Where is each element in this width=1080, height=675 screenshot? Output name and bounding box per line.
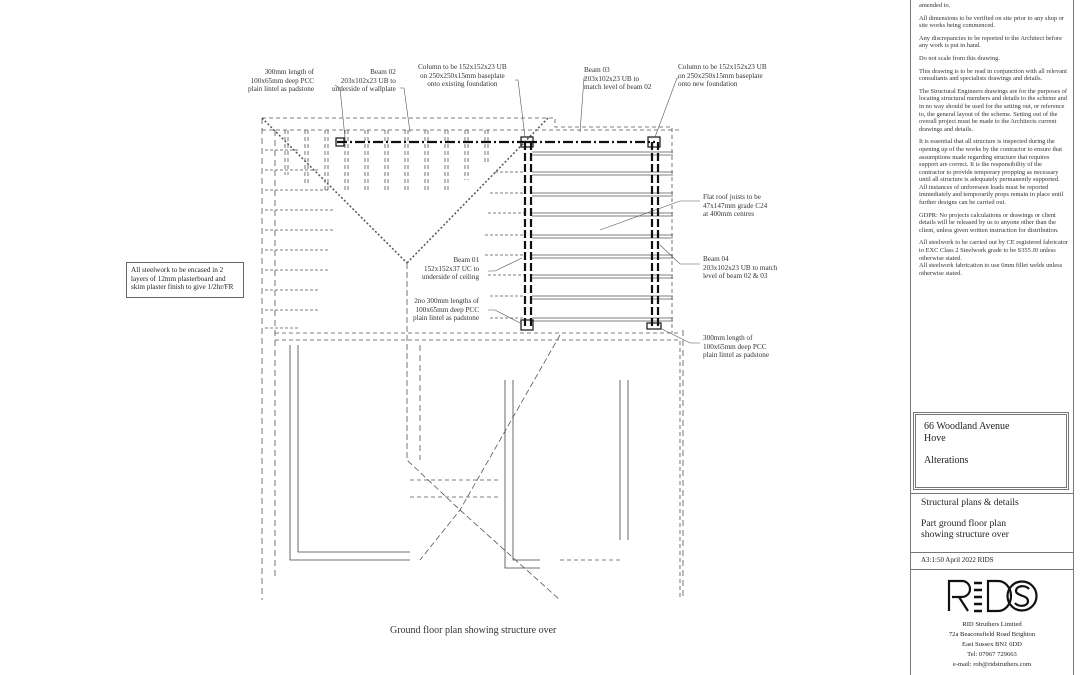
label-line: 203x102x23 UB to <box>584 74 640 83</box>
label-beam-02: Beam 02 203x102x23 UB to underside of wa… <box>332 68 396 94</box>
label-beam-03: Beam 03 203x102x23 UB to match level of … <box>584 66 651 92</box>
label-line: Beam 03 <box>584 66 610 74</box>
column-existing <box>520 136 534 148</box>
label-line: 203x102x23 UB to <box>340 76 396 85</box>
padstones-2no <box>520 319 534 331</box>
note: All steelwork fabrication to use 6mm fil… <box>919 262 1063 277</box>
beam-01 <box>523 142 533 328</box>
label-line: plain lintel as padstone <box>703 351 770 360</box>
label-line: 47x147mm grade C24 <box>703 201 768 210</box>
note: The Structural Engineers drawings are fo… <box>919 87 1068 133</box>
label-line: Column to be 152x152x23 UB <box>418 63 507 71</box>
label-line: 300mm length of <box>264 68 315 76</box>
title-block-panel: amended to. All dimensions to be verifie… <box>910 0 1074 675</box>
drawing-series: Structural plans & details <box>921 497 1019 508</box>
label-line: onto new foundation <box>678 80 738 89</box>
label-beam-04: Beam 04 203x102x23 UB to match level of … <box>703 255 777 281</box>
general-notes: amended to. All dimensions to be verifie… <box>919 2 1069 282</box>
company-email: e-mail: rob@ridstruthers.com <box>952 661 1032 668</box>
company-address: RID Struthers Limited 72a Beaconsfield R… <box>911 620 1073 670</box>
label-line: plain lintel as padstone <box>413 314 480 323</box>
note: All dimensions to be verified on site pr… <box>919 14 1065 30</box>
padstone-top-left <box>335 137 345 147</box>
floor-plan-drawing <box>261 77 700 601</box>
label-line: Flat roof joists to be <box>703 193 761 201</box>
label-line: Column to be 152x152x23 UB <box>678 63 767 71</box>
label-joists: Flat roof joists to be 47x147mm grade C2… <box>703 193 767 219</box>
label-line: match level of beam 02 <box>584 83 652 92</box>
label-line: on 250x250x15mm baseplate <box>678 71 763 80</box>
label-padstones-2no: 2no 300mm lengths of 100x65mm deep PCC p… <box>413 297 479 323</box>
company-address-2: East Sussex BN1 6DD <box>962 641 1022 648</box>
note: All steelwork to be carried out by CE re… <box>919 239 1068 262</box>
note: This drawing is to be read in conjunctio… <box>919 67 1068 83</box>
column-new <box>647 136 661 148</box>
beam-04 <box>650 142 660 328</box>
note-line: layers of 12mm plasterboard and <box>131 274 226 283</box>
existing-joist-stubs <box>265 149 525 329</box>
label-line: at 400mm centres <box>703 210 755 219</box>
label-line: 203x102x23 UB to match <box>703 263 778 272</box>
note: Any discrepancies to be reported to the … <box>919 34 1063 50</box>
drawing-title-box: Structural plans & details Part ground f… <box>911 493 1073 553</box>
padstone-bottom-right <box>646 322 662 330</box>
outer-wall-top <box>262 117 673 333</box>
label-line: Beam 04 <box>703 255 729 263</box>
label-line: 152x152x37 UC to <box>423 264 480 273</box>
label-line: 2no 300mm lengths of <box>414 297 480 305</box>
rids-logo-icon <box>947 579 1038 613</box>
note-partial: amended to. <box>919 2 951 9</box>
label-line: 100x65mm deep PCC <box>250 76 315 85</box>
scale-date: A3:1:50 April 2022 RIDS <box>911 553 1073 570</box>
note-line: All steelwork to be encased in 2 <box>131 266 224 274</box>
label-column-existing: Column to be 152x152x23 UB on 250x250x15… <box>418 63 507 89</box>
label-line: Beam 01 <box>453 256 480 264</box>
label-line: on 250x250x15mm baseplate <box>420 71 505 80</box>
note-line: skim plaster finish to give 1/2hr/FR <box>131 283 234 292</box>
label-line: underside of wallplate <box>332 85 396 94</box>
note: GDPR: No projects calculations or drawin… <box>919 211 1059 234</box>
leader-lines <box>334 77 700 344</box>
label-line: underside of ceiling <box>422 273 480 282</box>
company-name: RID Struthers Limited <box>962 621 1022 628</box>
drawing-caption: Ground floor plan showing structure over <box>390 625 557 636</box>
label-line: plain lintel as padstone <box>248 85 315 94</box>
label-line: Beam 02 <box>370 68 396 76</box>
company-address-1: 72a Beaconsfield Road Brighton <box>948 631 1036 638</box>
project-box: 66 Woodland Avenue Hove Alterations <box>913 412 1069 490</box>
project-address-2: Hove <box>924 433 946 444</box>
drawing-title-2: showing structure over <box>921 529 1009 540</box>
label-line: 100x65mm deep PCC <box>703 342 767 351</box>
label-beam-01: Beam 01 152x152x37 UC to underside of ce… <box>422 256 479 282</box>
label-line: 300mm length of <box>703 334 753 342</box>
company-tel: Tel: 07967 729663 <box>967 651 1017 658</box>
note: Do not scale from this drawing. <box>919 54 1000 62</box>
label-line: 100x65mm deep PCC <box>415 305 480 314</box>
label-padstone-bottom-right: 300mm length of 100x65mm deep PCC plain … <box>703 334 769 360</box>
label-line: onto existing foundation <box>427 80 498 89</box>
label-line: level of beam 02 & 03 <box>703 272 768 281</box>
project-description: Alterations <box>924 455 969 466</box>
project-address-1: 66 Woodland Avenue <box>924 421 1010 432</box>
flat-roof-joists <box>532 151 673 322</box>
drawing-title-1: Part ground floor plan <box>921 518 1006 529</box>
company-logo <box>911 578 1073 619</box>
note: It is essential that all structure is in… <box>919 138 1064 207</box>
existing-rafters <box>284 130 489 190</box>
label-padstone-top-left: 300mm length of 100x65mm deep PCC plain … <box>248 68 314 94</box>
label-column-new: Column to be 152x152x23 UB on 250x250x15… <box>678 63 767 89</box>
encasement-note: All steelwork to be encased in 2 layers … <box>126 262 244 298</box>
